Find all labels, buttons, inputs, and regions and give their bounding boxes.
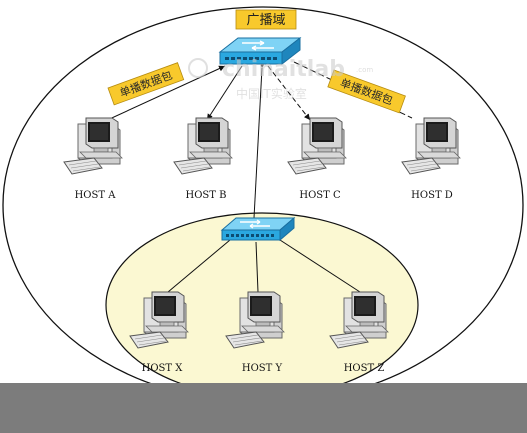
host-label-b: HOST B	[186, 190, 227, 201]
bottom-gray-bar	[0, 383, 527, 433]
watermark: chinaitlab .com 中国IT实验室	[188, 57, 373, 101]
link-host-b	[206, 65, 243, 121]
host-label-d: HOST D	[411, 190, 453, 201]
mid-switch-links	[167, 239, 361, 293]
network-switch-icon	[221, 217, 295, 241]
broadcast-domain-label: 广播域	[246, 13, 285, 28]
host-label-a: HOST A	[75, 190, 117, 201]
broadcast-domain-tag: 广播域	[235, 9, 297, 30]
watermark-subtitle: 中国IT实验室	[236, 86, 307, 101]
host-label-x: HOST X	[142, 363, 184, 374]
link-host-c	[267, 65, 311, 121]
watermark-text: chinaitlab	[222, 57, 345, 82]
host-label-y: HOST Y	[242, 363, 283, 374]
watermark-logo-icon	[188, 58, 208, 78]
middle-switch	[221, 217, 295, 241]
link-host-y	[255, 241, 259, 293]
host-label-c: HOST C	[299, 190, 341, 201]
link-host-x	[167, 239, 231, 293]
host-label-z: HOST Z	[344, 363, 385, 374]
link-switch-to-switch	[253, 61, 266, 219]
link-host-z	[279, 239, 361, 293]
watermark-tld: .com	[356, 66, 373, 74]
